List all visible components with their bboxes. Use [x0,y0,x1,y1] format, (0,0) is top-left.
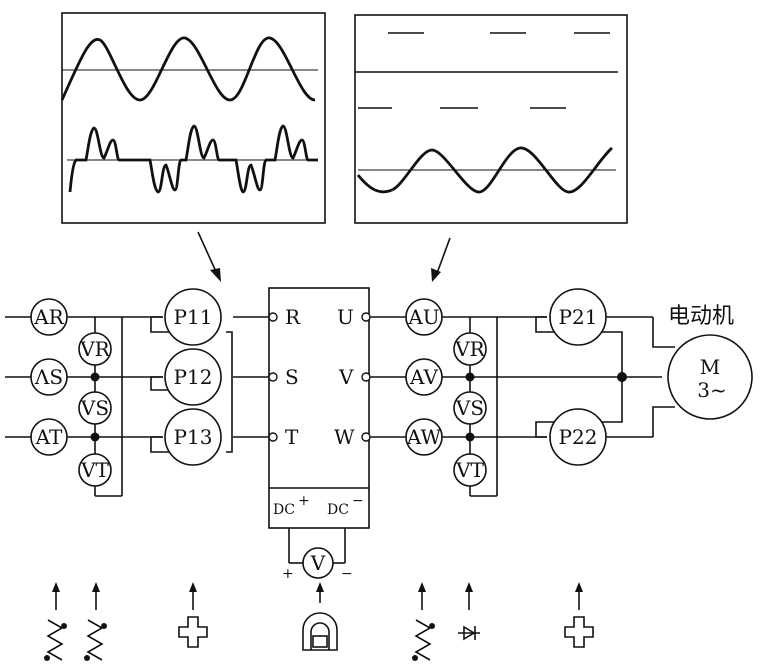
dc-meter-minus: − [341,566,353,582]
output-ammeter-aw: AW [405,418,443,456]
output-voltmeter-wiring [465,317,498,497]
input-wattmeter-p12: P12 [164,348,222,406]
dc-positive-label: DC [273,502,295,518]
input-waveform-panel [60,12,326,224]
terminal-v-label: V [338,365,354,389]
output-ammeter-av: AV [405,358,443,396]
electrodynamic-icon [564,616,594,648]
dc-negative-sign: − [352,493,364,509]
motor-title: 电动机 [668,304,734,329]
moving-coil-icon [302,612,338,651]
voltmeter-label: VR [454,337,485,361]
wattmeter-label: P21 [559,305,598,329]
input-voltmeter-vs: VS [78,391,112,425]
input-wattmeter-p13: P13 [164,408,222,466]
dc-positive-sign: + [298,493,310,509]
terminal-s-label: S [285,365,299,389]
dc-negative-label: DC [327,502,349,518]
ammeter-label: AV [409,365,438,389]
input-voltmeter-vt: VT [78,453,112,487]
wattmeter-label: P22 [559,425,598,449]
voltmeter-label: VT [80,458,109,482]
output-wattmeter-p22: P22 [549,408,607,466]
terminal-w-label: W [334,425,355,449]
moving-iron-icon [412,619,435,661]
rectifier-icon [458,625,480,641]
terminal-u-label: U [337,305,354,329]
output-wattmeter-wiring [535,316,675,438]
moving-iron-icon [84,619,107,661]
input-lines [5,316,269,438]
terminal-t-label: T [285,425,299,449]
scope-pointer-arrows [197,231,451,282]
ammeter-label: AR [33,305,64,329]
output-voltmeter-vt: VT [453,453,487,487]
wattmeter-label: P11 [174,305,213,329]
ammeter-label: AU [407,305,439,329]
ammeter-label: ΛS [34,365,63,389]
motor-symbol-phase: 3~ [697,378,726,402]
voltmeter-label: VS [455,396,484,420]
input-voltmeter-vr: VR [78,332,112,366]
input-wattmeter-p11: P11 [164,288,222,346]
input-wattmeter-wiring [150,316,233,453]
moving-iron-icon [44,619,67,661]
scope-frame [61,12,326,224]
electrodynamic-icon [178,616,208,648]
inverter-box: R S T U V W DC + DC − [268,287,371,529]
input-voltmeter-wiring [90,317,123,497]
output-voltmeter-vr: VR [453,332,487,366]
motor: 电动机 M 3~ [667,304,753,420]
output-sine-wave [356,146,613,194]
output-waveform-panel [354,14,628,224]
voltmeter-label: VT [455,458,484,482]
ammeter-label: AW [406,425,442,449]
output-wattmeter-p21: P21 [549,288,607,346]
scope-frame [354,14,628,224]
motor-symbol-m: M [700,355,720,379]
input-ammeter-ar: AR [30,298,68,336]
input-ammeter-as: ΛS [30,358,68,396]
wattmeter-label: P12 [174,365,213,389]
output-ammeter-au: AU [405,298,443,336]
dc-meter-plus: + [282,566,294,582]
dc-voltmeter: V + − [282,528,353,582]
ammeter-label: AT [35,425,63,449]
dc-voltmeter-label: V [310,551,326,575]
wattmeter-label: P13 [174,425,213,449]
voltmeter-label: VR [79,337,110,361]
output-voltmeter-vs: VS [453,391,487,425]
voltmeter-label: VS [80,396,109,420]
current-pulse-wave [68,124,318,194]
instrument-type-arrows [52,582,583,610]
terminal-r-label: R [285,305,301,329]
voltage-sine-wave [60,36,316,102]
input-ammeter-at: AT [30,418,68,456]
